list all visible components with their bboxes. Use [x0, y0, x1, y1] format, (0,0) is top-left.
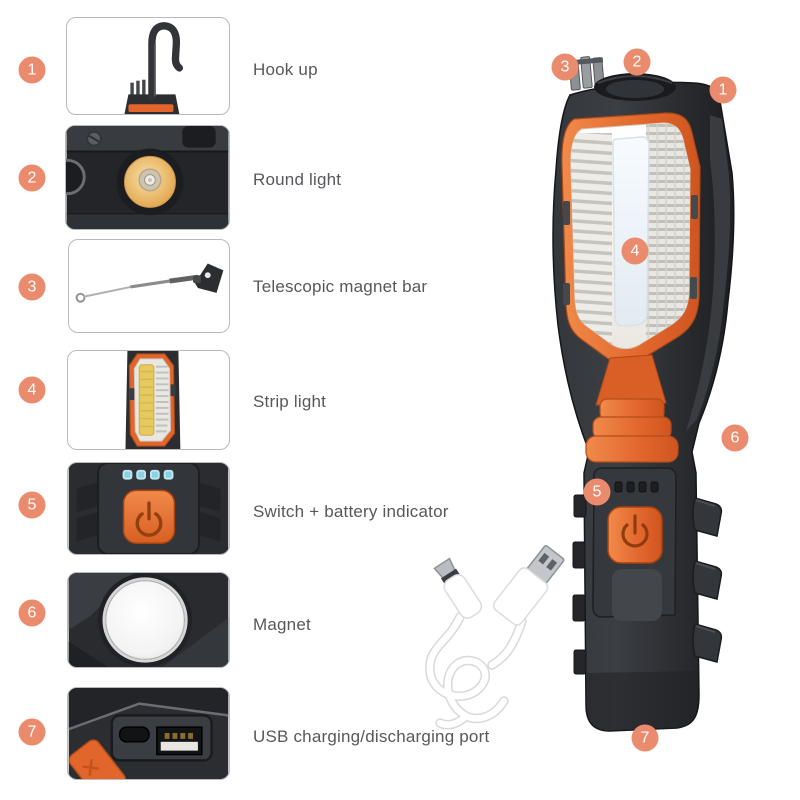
magnet-icon [68, 573, 229, 667]
callout-badge-5: 5 [583, 478, 611, 506]
feature-badge-6: 6 [18, 599, 46, 627]
feature-badge-2: 2 [18, 164, 46, 192]
feature-badge-4: 4 [18, 376, 46, 404]
callout-badge-3: 3 [551, 53, 579, 81]
round-light-icon [66, 126, 229, 229]
feature-label-1: Hook up [253, 60, 318, 79]
telescopic-magnet-bar-icon [75, 263, 224, 303]
switch-battery-indicator-icon [68, 463, 229, 554]
hook-icon [124, 22, 184, 114]
callout-badge-6: 6 [721, 424, 749, 452]
usb-port-icon [68, 688, 229, 779]
product-photo [552, 56, 735, 732]
feature-label-3: Telescopic magnet bar [253, 277, 428, 296]
strip-light-icon [125, 351, 181, 449]
usb-cable-image [425, 544, 565, 730]
feature-thumbnail-6 [67, 572, 230, 668]
feature-badge-3: 3 [18, 273, 46, 301]
feature-label-2: Round light [253, 170, 342, 189]
feature-thumbnail-1 [66, 17, 230, 115]
callout-badge-4: 4 [621, 237, 649, 265]
feature-label-6: Magnet [253, 615, 311, 634]
feature-label-5: Switch + battery indicator [253, 502, 449, 521]
feature-label-4: Strip light [253, 392, 327, 411]
feature-badge-5: 5 [18, 491, 46, 519]
feature-thumbnail-4 [67, 350, 230, 450]
feature-thumbnail-5 [67, 462, 230, 555]
feature-thumbnail-3 [68, 239, 230, 333]
feature-badge-7: 7 [18, 718, 46, 746]
feature-thumbnail-2 [65, 125, 230, 230]
callout-badge-7: 7 [631, 724, 659, 752]
feature-thumbnail-7 [67, 687, 230, 780]
callout-badge-1: 1 [709, 76, 737, 104]
feature-badge-1: 1 [18, 56, 46, 84]
callout-badge-2: 2 [623, 48, 651, 76]
feature-label-7: USB charging/discharging port [253, 727, 490, 746]
